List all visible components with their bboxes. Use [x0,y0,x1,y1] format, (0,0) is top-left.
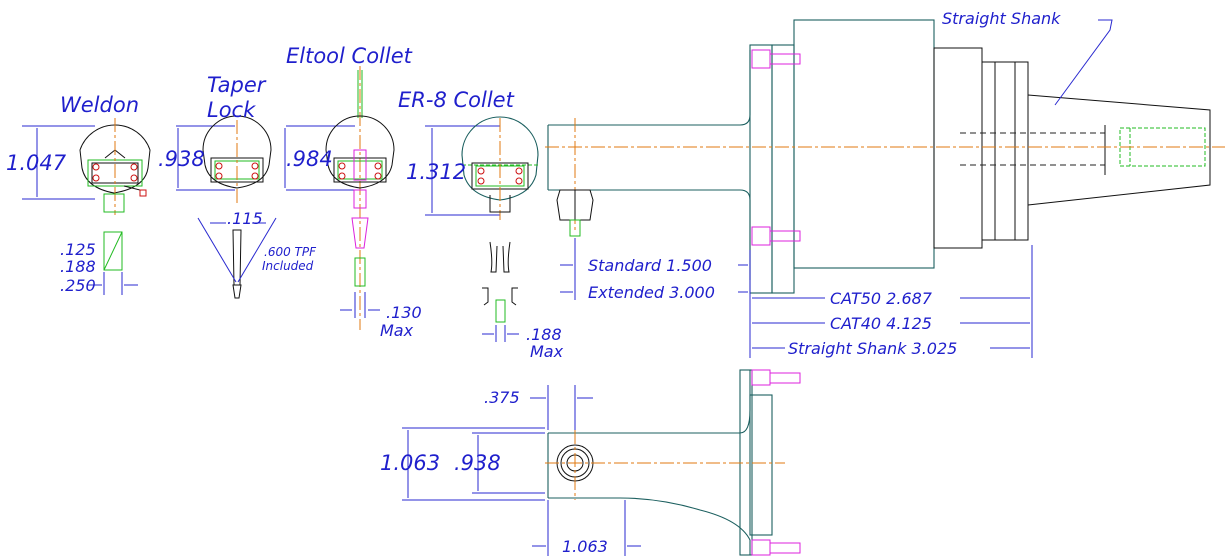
dim-shank-125: .125 [60,240,96,259]
dim-tpf: .600 TPF [264,245,317,259]
dim-taper-115: .115 [227,209,263,228]
dim-taper-height: .938 [158,147,205,171]
dim-cat40: CAT40 4.125 [830,314,932,333]
dim-er8-188: .188 [526,325,562,344]
dimension-lines [560,19,1113,358]
label-taper: Taper [207,73,267,97]
dim-extended: Extended 3.000 [588,283,715,302]
eltool-collet-view [284,66,395,330]
taper-lock-holder-view [176,115,277,299]
er8-collet-view [425,116,539,342]
weldon-holder-view [22,118,151,295]
label-lock: Lock [207,98,256,122]
dim-included: Included [262,259,314,273]
dim-eltool-130: .130 [386,303,422,322]
dim-bottom-1063-vertical: 1.063 [380,451,440,475]
dim-bottom-938: .938 [454,451,501,475]
dim-er8-height: 1.312 [406,160,466,184]
dim-eltool-max: Max [380,321,414,340]
dim-shank-250: .250 [60,276,96,295]
dim-bottom-1063-horizontal: 1.063 [562,537,608,556]
main-assembly-side-view [545,19,1225,294]
label-weldon: Weldon [60,93,139,117]
dim-shank-188: .188 [60,257,96,276]
dim-straight-shank-len: Straight Shank 3.025 [788,339,957,358]
label-straight-shank: Straight Shank [942,9,1061,28]
dim-standard: Standard 1.500 [588,256,712,275]
dim-cat50: CAT50 2.687 [830,289,933,308]
text-labels: Weldon Taper Lock Eltool Collet ER-8 Col… [6,9,1061,556]
label-er8-collet: ER-8 Collet [398,88,515,112]
dim-weldon-height: 1.047 [6,151,67,175]
plan-view-bottom [402,369,801,556]
label-eltool-collet: Eltool Collet [286,44,413,68]
dim-er8-max: Max [530,342,564,361]
dim-bottom-375: .375 [484,388,520,407]
dim-eltool-height: .984 [286,147,333,171]
